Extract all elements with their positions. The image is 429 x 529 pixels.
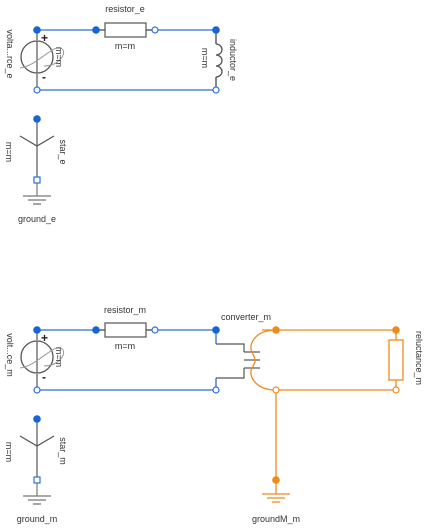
pin-dot bbox=[151, 326, 159, 334]
junction-dot bbox=[33, 26, 41, 34]
source-name-label: volt...ce_m bbox=[5, 333, 15, 377]
pin-dot bbox=[212, 386, 220, 394]
pin-dot bbox=[151, 26, 159, 34]
star-upper[interactable]: star_e m=m bbox=[4, 135, 68, 165]
reluctance[interactable]: reluctance_m bbox=[388, 331, 424, 385]
voltage-source-upper[interactable]: + - volta...rce_e m=m bbox=[5, 29, 65, 84]
inductor-upper[interactable]: inductor_e m=m bbox=[200, 39, 238, 81]
converter-name-label: converter_m bbox=[221, 312, 271, 322]
magnetic-junction-dot bbox=[392, 326, 400, 334]
star-lower[interactable]: star_m m=m bbox=[4, 435, 68, 465]
resistor-upper[interactable]: resistor_e m=m bbox=[104, 4, 147, 51]
resistor-name-label: resistor_e bbox=[105, 4, 145, 14]
source-minus-label: - bbox=[42, 70, 46, 84]
junction-dot bbox=[212, 326, 220, 334]
magnetic-junction-dot bbox=[272, 476, 280, 484]
magnetic-pin-dot bbox=[272, 386, 280, 394]
magnetic-ground[interactable]: groundM_m bbox=[252, 493, 300, 524]
junction-dot bbox=[212, 26, 220, 34]
resistor-lower[interactable]: resistor_m m=m bbox=[104, 305, 147, 351]
upper-connectors bbox=[33, 26, 220, 184]
resistor-name-label: resistor_m bbox=[104, 305, 146, 315]
pin-dot bbox=[33, 86, 41, 94]
ground-lower[interactable]: ground_m bbox=[17, 480, 58, 524]
star-param-label: m=m bbox=[4, 442, 14, 462]
magnetic-junction-dot bbox=[272, 326, 280, 334]
pin-dot bbox=[33, 386, 41, 394]
inductor-param-label: m=m bbox=[200, 48, 210, 68]
magnetic-wires bbox=[262, 329, 397, 494]
source-param-label: m=m bbox=[54, 347, 64, 367]
ground-upper[interactable]: ground_e bbox=[18, 180, 56, 224]
junction-dot bbox=[92, 326, 100, 334]
pin-square bbox=[33, 476, 41, 484]
source-param-label: m=m bbox=[54, 47, 64, 67]
inductor-name-label: inductor_e bbox=[228, 39, 238, 81]
magnetic-ground-name-label: groundM_m bbox=[252, 514, 300, 524]
source-plus-label: + bbox=[41, 331, 48, 345]
lower-connectors bbox=[33, 326, 400, 484]
star-name-label: star_e bbox=[58, 139, 68, 164]
source-name-label: volta...rce_e bbox=[5, 29, 15, 78]
junction-dot bbox=[33, 326, 41, 334]
resistor-param-label: m=m bbox=[115, 341, 135, 351]
junction-dot bbox=[33, 115, 41, 123]
junction-dot bbox=[33, 415, 41, 423]
pin-dot bbox=[212, 86, 220, 94]
source-plus-label: + bbox=[41, 31, 48, 45]
converter[interactable]: converter_m bbox=[216, 312, 277, 391]
resistor-param-label: m=m bbox=[115, 41, 135, 51]
lower-circuit: + - volt...ce_m m=m resistor_m m=m conve… bbox=[4, 305, 424, 524]
source-minus-label: - bbox=[42, 370, 46, 384]
star-name-label: star_m bbox=[58, 437, 68, 465]
upper-circuit: + - volta...rce_e m=m resistor_e m=m ind… bbox=[4, 4, 238, 224]
junction-dot bbox=[92, 26, 100, 34]
ground-name-label: ground_m bbox=[17, 514, 58, 524]
voltage-source-lower[interactable]: + - volt...ce_m m=m bbox=[5, 331, 65, 384]
reluctance-name-label: reluctance_m bbox=[414, 331, 424, 385]
magnetic-pin-dot bbox=[392, 386, 400, 394]
ground-name-label: ground_e bbox=[18, 214, 56, 224]
star-param-label: m=m bbox=[4, 142, 14, 162]
pin-square bbox=[33, 176, 41, 184]
